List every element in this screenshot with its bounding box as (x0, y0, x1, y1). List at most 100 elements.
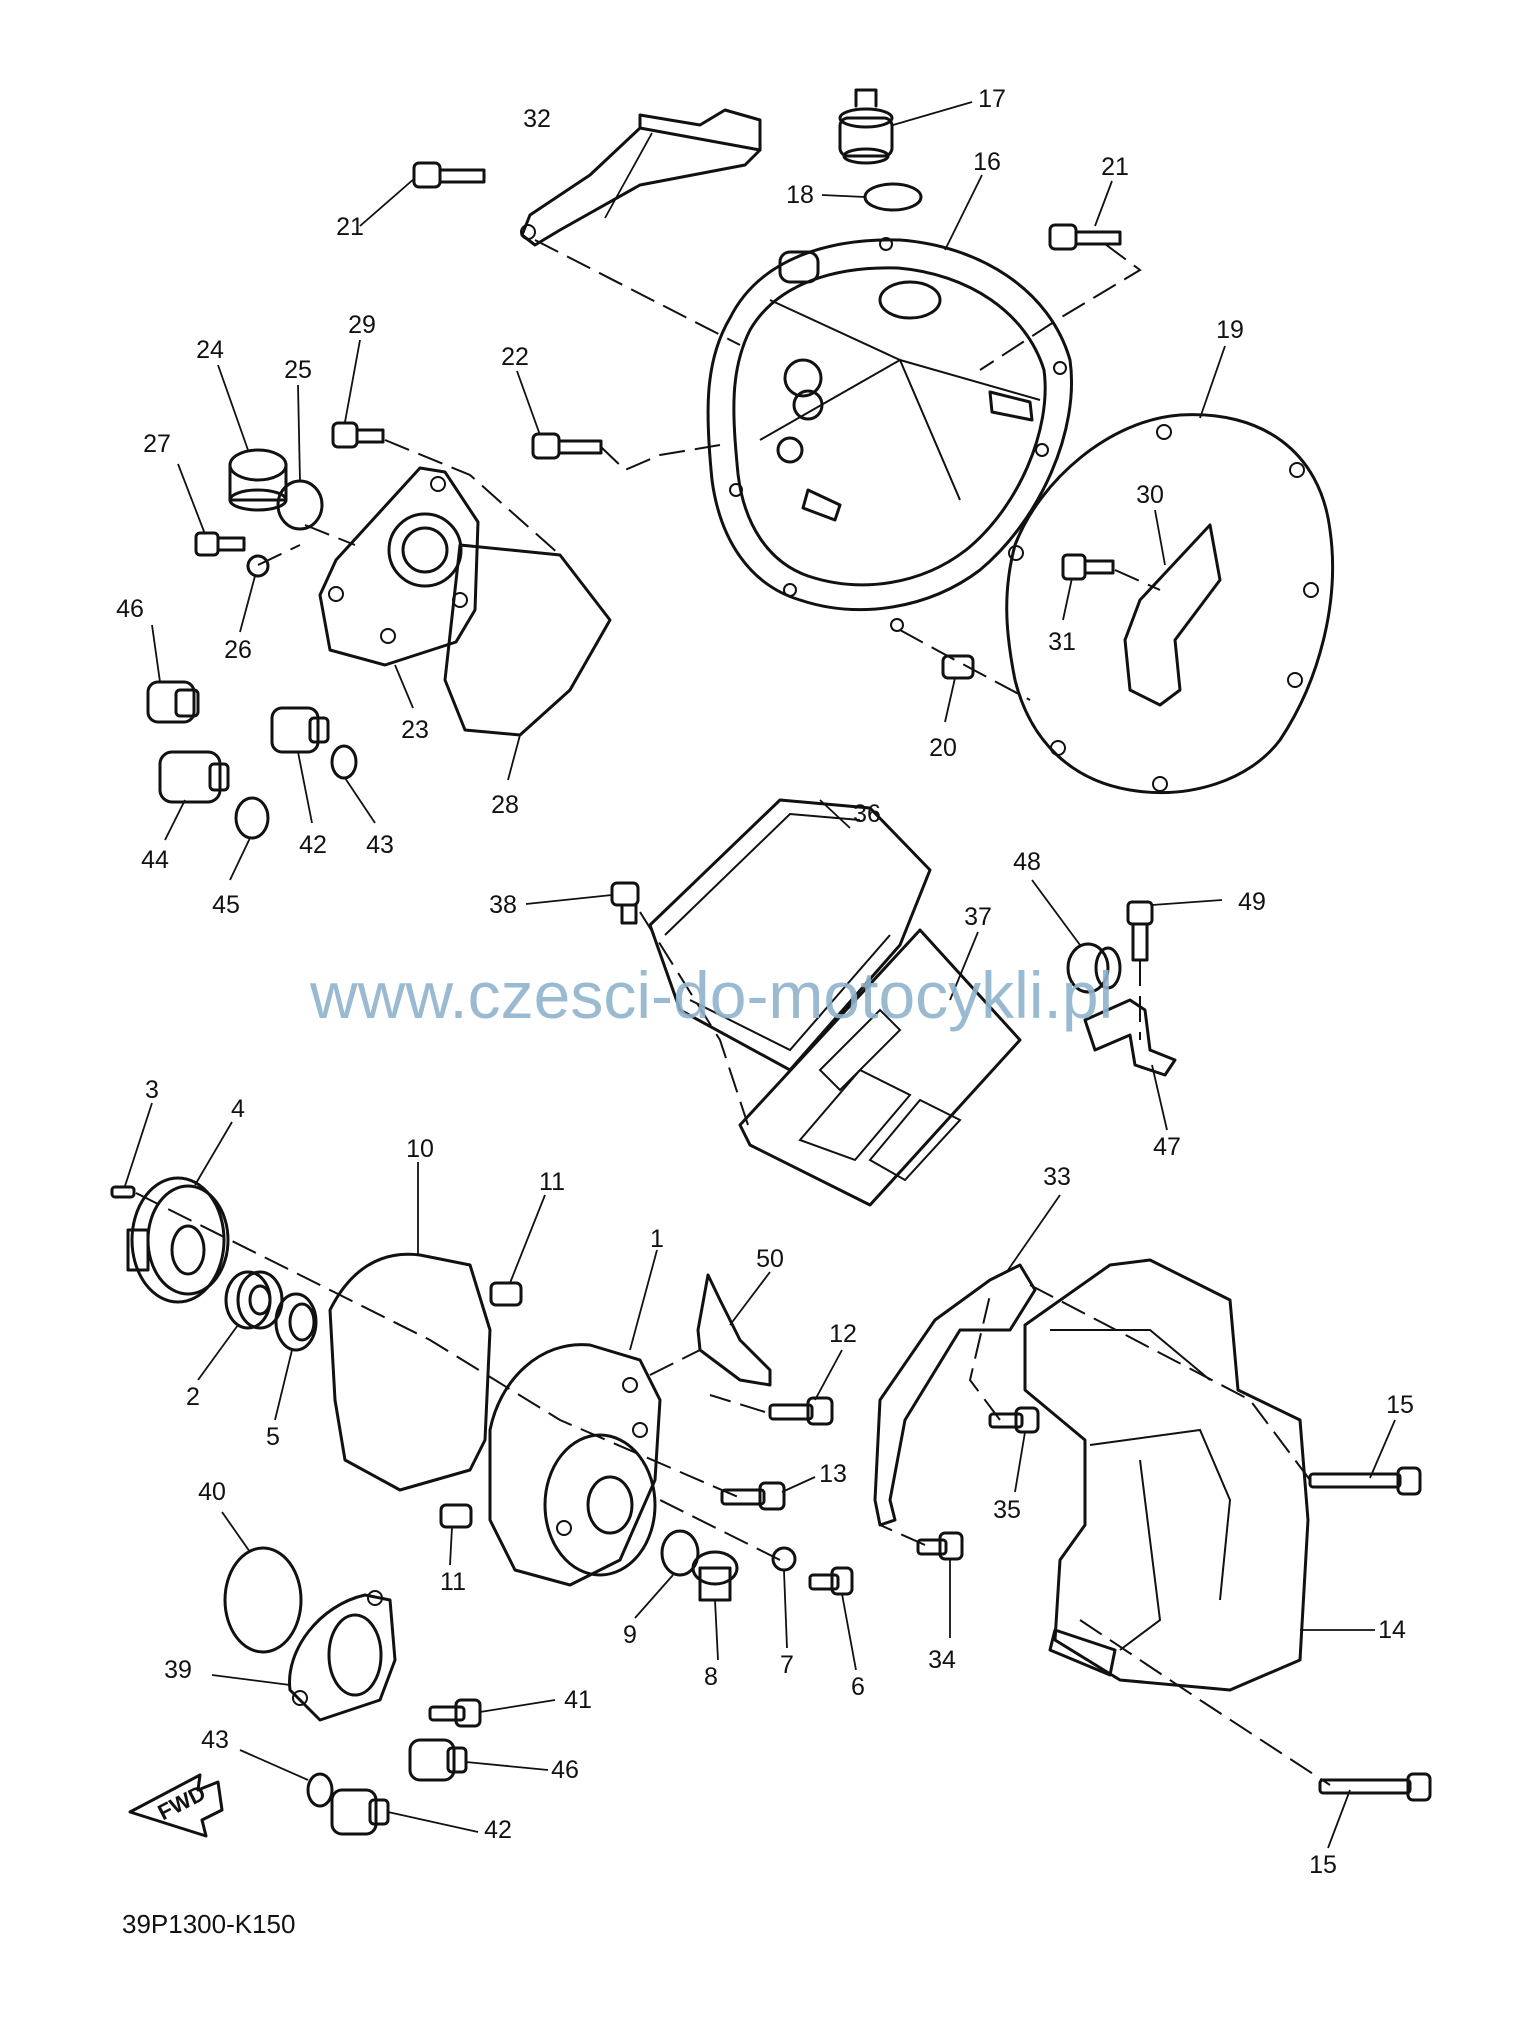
callout-38: 38 (489, 891, 517, 919)
callout-29: 29 (348, 311, 376, 339)
part-bolt-31 (1061, 553, 1115, 581)
part-o-ring-45 (234, 796, 270, 840)
callout-33: 33 (1043, 1163, 1071, 1191)
part-washer-26 (246, 554, 270, 578)
part-bracket-47 (1083, 998, 1177, 1077)
callout-8: 8 (704, 1663, 718, 1691)
part-cover-39 (288, 1590, 397, 1722)
callout-42-top: 42 (299, 831, 327, 859)
callout-45: 45 (212, 891, 240, 919)
part-gasket-28 (443, 543, 612, 737)
part-dowel-11-bottom (439, 1503, 473, 1529)
callout-21-left: 21 (336, 213, 364, 241)
callout-2: 2 (186, 1383, 200, 1411)
part-rotor-4 (126, 1176, 230, 1304)
callout-19: 19 (1216, 316, 1244, 344)
part-bolt-29 (331, 421, 385, 449)
part-gasket-10 (328, 1252, 492, 1492)
part-bolt-15-lower (1318, 1772, 1432, 1802)
callout-25: 25 (284, 356, 312, 384)
part-bolt-6 (808, 1566, 854, 1596)
part-plug-46-top (146, 680, 200, 724)
callout-3: 3 (145, 1076, 159, 1104)
part-bolt-21-right (1048, 223, 1122, 251)
callout-9: 9 (623, 1621, 637, 1649)
callout-13: 13 (819, 1460, 847, 1488)
part-cable-clamp-50 (696, 1273, 772, 1387)
part-plug-42-top (270, 706, 330, 754)
callout-12: 12 (829, 1320, 857, 1348)
callout-43-top: 43 (366, 831, 394, 859)
callout-14: 14 (1378, 1616, 1406, 1644)
callout-41: 41 (564, 1686, 592, 1714)
assembly-dash-lines (135, 239, 1331, 1786)
callout-28: 28 (491, 791, 519, 819)
callout-49: 49 (1238, 888, 1266, 916)
callout-40: 40 (198, 1478, 226, 1506)
callout-37: 37 (964, 903, 992, 931)
callout-50: 50 (756, 1245, 784, 1273)
callout-32: 32 (523, 105, 551, 133)
fwd-label: FWD (154, 1780, 210, 1825)
callout-30: 30 (1136, 481, 1164, 509)
part-bolt-35 (988, 1406, 1040, 1434)
part-o-ring-18 (863, 182, 923, 212)
part-chain-stay (520, 108, 762, 247)
part-sprocket-cover (1023, 1258, 1310, 1692)
part-gasket-37 (738, 928, 1022, 1207)
callout-18: 18 (786, 181, 814, 209)
part-bolt-21-left (412, 161, 486, 189)
part-dowel-11-top (489, 1281, 523, 1307)
callout-24: 24 (196, 336, 224, 364)
part-oil-filler-cap (838, 88, 894, 165)
part-bolt-22 (531, 432, 603, 460)
callout-35: 35 (993, 1496, 1021, 1524)
part-plug-44 (158, 750, 230, 804)
callout-11-top: 11 (539, 1168, 565, 1196)
part-plug-8 (691, 1550, 739, 1602)
part-o-ring-43-bottom (306, 1772, 334, 1808)
part-crankcase-cover (706, 237, 1073, 632)
callout-6: 6 (851, 1673, 865, 1701)
callout-leaders (124, 101, 1396, 1849)
catalog-code: 39P1300-K150 (122, 1909, 295, 1939)
part-bolt-41 (428, 1698, 482, 1728)
callout-15-lower: 15 (1309, 1851, 1337, 1879)
callout-44: 44 (141, 846, 169, 874)
callout-4: 4 (231, 1095, 245, 1123)
part-generator-cover (488, 1343, 662, 1587)
part-bolt-34 (916, 1531, 964, 1561)
part-cover-36 (648, 798, 932, 1072)
callout-26: 26 (224, 636, 252, 664)
callout-1: 1 (650, 1225, 664, 1253)
callout-20: 20 (929, 734, 957, 762)
part-plug-46-bottom (408, 1738, 468, 1782)
part-bolt-15-upper (1308, 1466, 1422, 1496)
part-cover-gasket (1005, 413, 1335, 794)
callout-36: 36 (853, 800, 881, 828)
part-plate-30 (1123, 523, 1222, 707)
callout-46-top: 46 (116, 595, 144, 623)
callout-46-bottom: 46 (551, 1756, 579, 1784)
callout-22: 22 (501, 343, 529, 371)
part-bolt-49 (1126, 900, 1154, 962)
part-gasket-33 (873, 1263, 1037, 1527)
callout-11-bottom: 11 (440, 1568, 466, 1596)
callout-17: 17 (978, 85, 1006, 113)
part-plug-42-bottom (330, 1788, 390, 1836)
part-bearing-2 (224, 1270, 284, 1330)
callout-39: 39 (164, 1656, 192, 1684)
part-bolt-27 (194, 531, 246, 557)
part-washer-7 (771, 1546, 797, 1572)
callout-48: 48 (1013, 848, 1041, 876)
part-o-ring-43-top (330, 744, 358, 780)
part-bolt-38 (610, 881, 640, 925)
part-bolt-13 (720, 1481, 786, 1511)
part-dowel-pin-20 (941, 654, 975, 680)
callout-7: 7 (780, 1651, 794, 1679)
part-grommet-48 (1066, 942, 1122, 994)
part-plug-24 (228, 448, 288, 512)
callout-labels: 1 2 3 4 5 6 7 8 9 10 11 11 12 13 14 15 1… (116, 85, 1414, 1879)
callout-42-bottom: 42 (484, 1816, 512, 1844)
